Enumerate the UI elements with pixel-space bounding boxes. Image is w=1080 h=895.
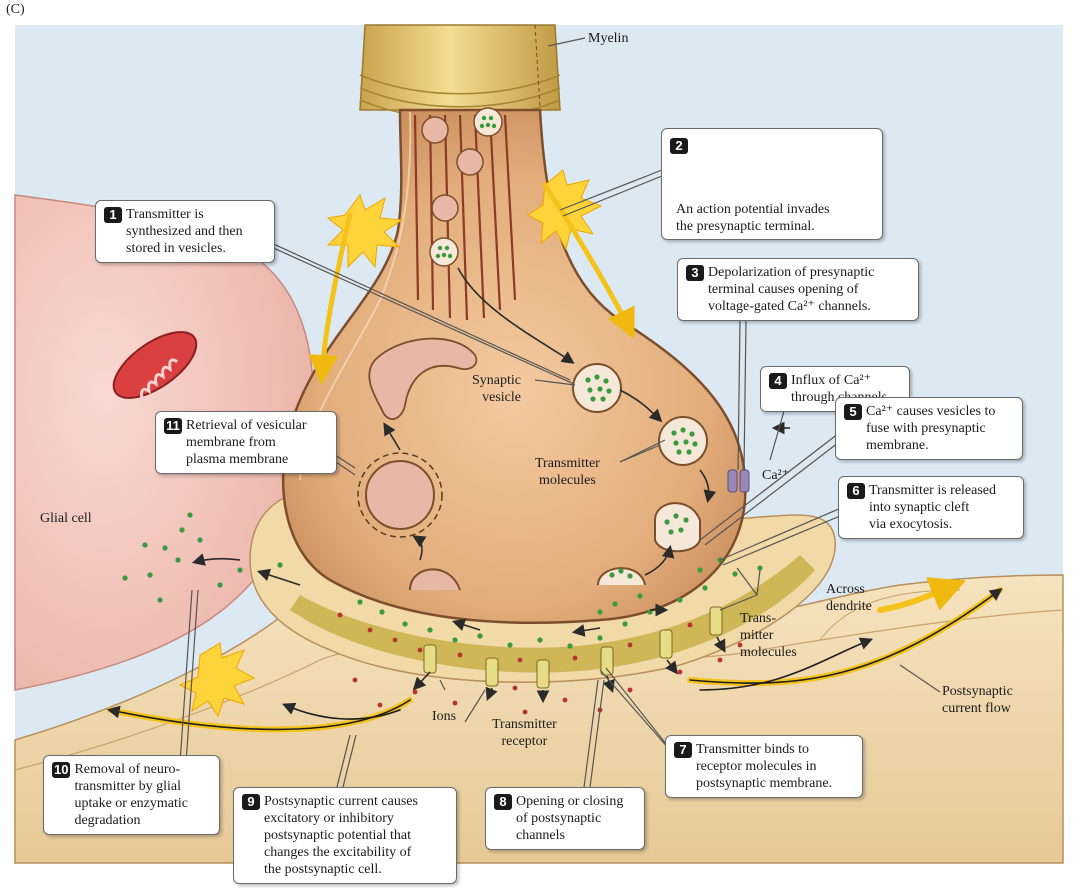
vesicle-contents <box>585 374 698 579</box>
step-8-text: Opening or closing of postsynaptic chann… <box>516 794 624 843</box>
myelin-label: Myelin <box>588 31 629 46</box>
current-arrows <box>106 182 1003 733</box>
step-6-text: Transmitter is released into synaptic cl… <box>869 483 997 532</box>
step-3-number: 3 <box>686 265 704 281</box>
step-6-number: 6 <box>847 483 865 499</box>
leader-lines <box>179 37 941 796</box>
step-7-text: Transmitter binds to receptor molecules … <box>696 742 833 791</box>
ions-label: Ions <box>432 709 457 724</box>
calcium-channel <box>727 469 750 493</box>
endosome <box>368 337 478 420</box>
synaptic-vesicles <box>572 363 708 586</box>
ca-label: Ca²⁺ <box>762 468 790 483</box>
step-8-number: 8 <box>494 794 512 810</box>
synaptic-vesicle-label: Synaptic vesicle <box>472 373 521 405</box>
step-11-number: 11 <box>164 418 182 434</box>
microtubules <box>413 114 517 321</box>
transmitter-receptors <box>423 606 723 689</box>
step-1-text: Transmitter is synthesized and then stor… <box>126 207 243 256</box>
mitochondrion <box>112 331 198 399</box>
panel-label: (C) <box>6 2 25 17</box>
myelin-sheath <box>359 24 561 120</box>
step-7-number: 7 <box>674 742 692 758</box>
step-2-number: 2 <box>670 138 688 154</box>
step-9-number: 9 <box>242 794 260 810</box>
step-2-text: An action potential invades the presynap… <box>676 202 830 234</box>
step-9-text: Postsynaptic current causes excitatory o… <box>264 794 418 877</box>
across-dendrite-label: Across dendrite <box>826 582 872 614</box>
step-5-number: 5 <box>844 404 862 420</box>
step-5-text: Ca²⁺ causes vesicles to fuse with presyn… <box>866 404 996 453</box>
synaptic-cleft <box>290 555 815 673</box>
vesicle-transmitter-dots <box>435 115 497 259</box>
step-1-number: 1 <box>104 207 122 223</box>
step-10-number: 10 <box>52 762 71 778</box>
transmitter-molecules-label: Transmitter molecules <box>535 456 600 488</box>
postsynaptic-current-flow-label: Postsynaptic current flow <box>942 684 1013 716</box>
step-3-text: Depolarization of presynaptic terminal c… <box>708 265 875 314</box>
step-10-text: Removal of neuro- transmitter by glial u… <box>74 762 188 828</box>
ions <box>337 612 743 715</box>
endocytic-pit <box>409 568 461 591</box>
step-11-text: Retrieval of vesicular membrane from pla… <box>186 418 307 467</box>
step-2-callout: 2 An action potential invades the presyn… <box>661 128 883 240</box>
transport-vesicles <box>421 107 503 267</box>
step-4-number: 4 <box>769 373 787 389</box>
trans-mitter-molecules-label: Trans- mitter molecules <box>740 611 797 660</box>
clathrin-coated-vesicle <box>357 452 443 538</box>
glial-cell-label: Glial cell <box>40 511 92 526</box>
transmitter-receptor-label: Transmitter receptor <box>492 717 557 749</box>
